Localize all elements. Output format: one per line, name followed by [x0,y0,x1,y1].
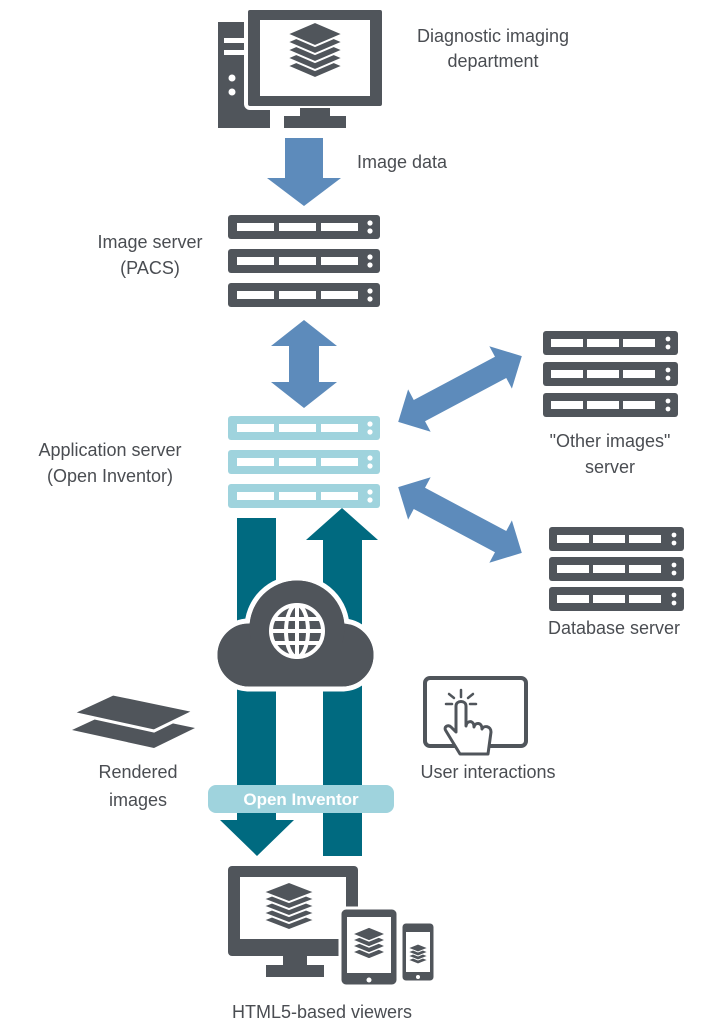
other-images-label-line2: server [585,457,635,477]
pacs-app-double-arrow [271,320,337,408]
image-server-label-line1: Image server [97,232,202,252]
html5-viewers-label: HTML5-based viewers [232,1002,412,1022]
open-inventor-badge-label: Open Inventor [243,790,359,809]
other-images-double-arrow [398,346,522,432]
database-double-arrow [398,477,522,563]
app-server-label-line1: Application server [38,440,181,460]
diagnostic-label-line2: department [447,51,538,71]
diagnostic-label-line1: Diagnostic imaging [417,26,569,46]
image-server-label-line2: (PACS) [120,258,180,278]
workstation-icon [218,6,386,128]
rendered-label-line1: Rendered [98,762,177,782]
rendered-label-line2: images [109,790,167,810]
user-interactions-label: User interactions [420,762,555,782]
other-images-label-line1: "Other images" [550,431,671,451]
database-server-icon [549,527,684,611]
application-server-icon [228,416,380,508]
rendered-images-icon [67,692,200,748]
touch-icon [423,676,528,756]
image-data-arrow [267,138,341,206]
other-images-server-icon [543,331,678,417]
database-server-label: Database server [548,618,680,638]
open-inventor-badge: Open Inventor [208,785,394,813]
viewers-icon [228,866,437,988]
cloud-globe-icon [212,575,379,692]
image-server-icon [228,215,380,307]
app-server-label-line2: (Open Inventor) [47,466,173,486]
image-data-label: Image data [357,152,448,172]
